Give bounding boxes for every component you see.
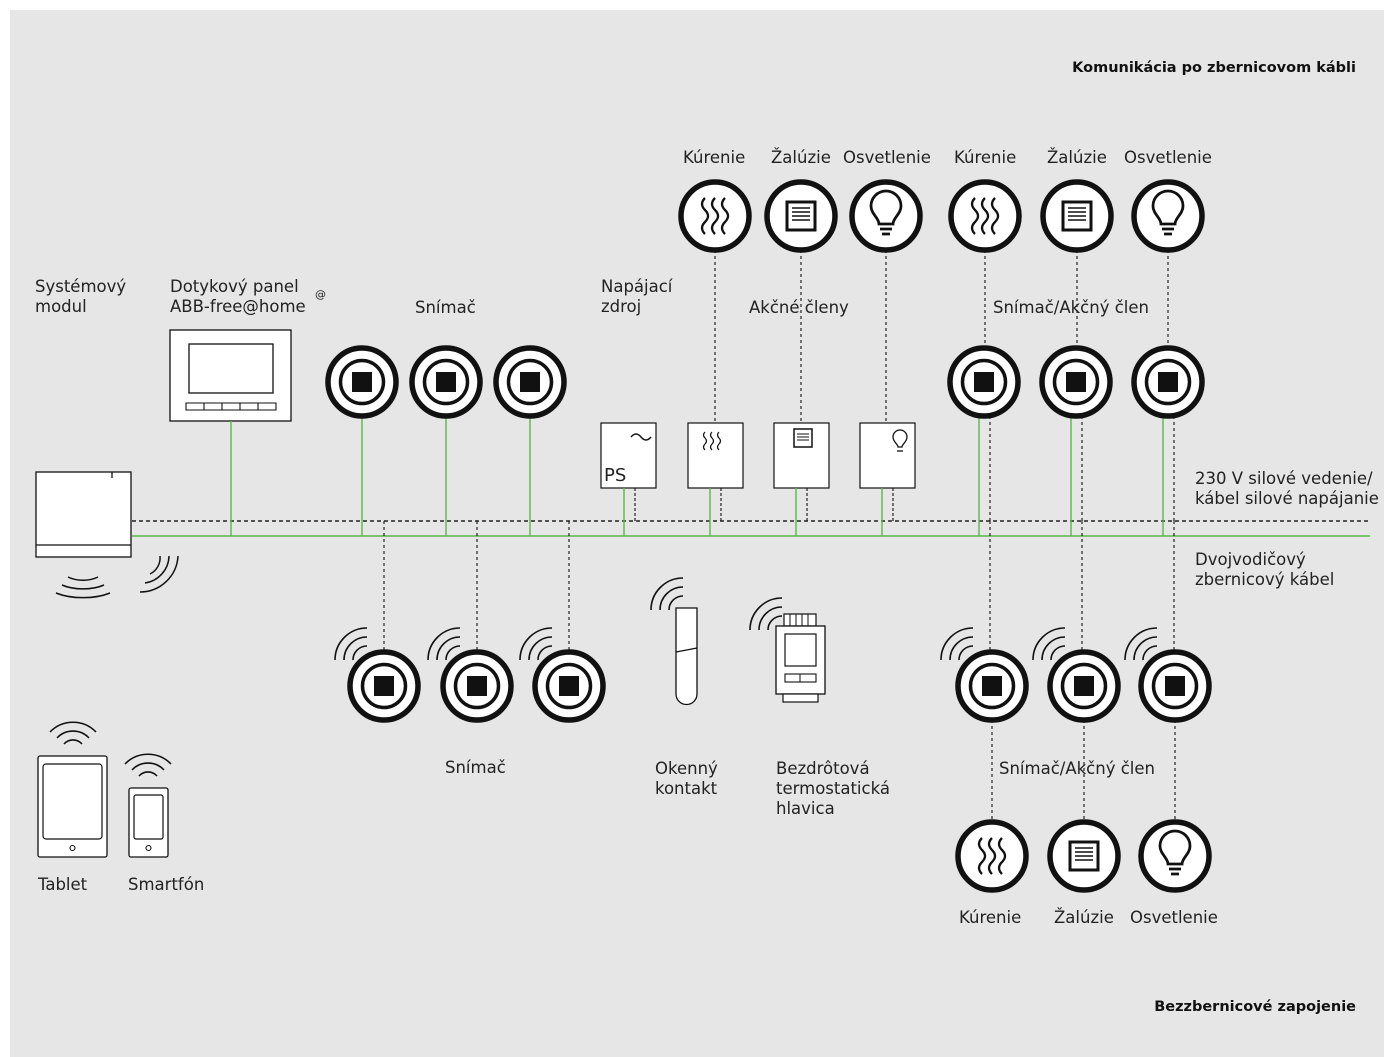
load-label-top-3: Osvetlenie xyxy=(843,148,931,167)
heating-load-bottom xyxy=(958,822,1026,890)
actuator-light-box xyxy=(859,422,916,536)
tablet-device xyxy=(37,721,108,858)
actuator-heating-box xyxy=(687,422,744,536)
tablet-label: Tablet xyxy=(38,875,88,894)
wireless-connection-title: Bezzbernicové zapojenie xyxy=(1154,999,1356,1015)
sensor-top-label: Snímač xyxy=(415,298,476,317)
sensor-bottom-2 xyxy=(443,652,511,720)
blinds-load-top-1 xyxy=(767,182,835,250)
heating-load-top-2 xyxy=(951,182,1019,250)
window-contact-device xyxy=(650,577,698,706)
sensor-actuator-bottom-1 xyxy=(958,652,1026,720)
sensor-top-2 xyxy=(412,348,480,416)
load-label-top-6: Osvetlenie xyxy=(1124,148,1212,167)
bus-communication-title: Komunikácia po zbernicovom kábli xyxy=(1072,60,1356,76)
top-sensors xyxy=(328,348,564,536)
touch-panel-label: Dotykový panel ABB-free@home xyxy=(170,277,306,317)
sensor-actuator-top-1 xyxy=(950,348,1018,416)
blinds-load-top-2 xyxy=(1043,182,1111,250)
bottom-wireless-sensors xyxy=(334,521,603,720)
sensor-actuator-top-label: Snímač/Akčný člen xyxy=(993,298,1149,317)
load-label-bottom-3: Osvetlenie xyxy=(1130,908,1218,927)
actuator-blinds-box xyxy=(773,422,830,536)
bus-line-label: Dvojvodičový zbernicový kábel xyxy=(1195,550,1335,589)
sensor-top-3 xyxy=(496,348,564,416)
top-sensor-actuators xyxy=(950,348,1202,536)
light-load-bottom xyxy=(1141,822,1209,890)
load-label-top-5: Žalúzie xyxy=(1047,148,1107,167)
ps-label: PS xyxy=(604,465,627,486)
touch-panel-device xyxy=(169,329,292,536)
sensor-bottom-label: Snímač xyxy=(445,758,506,777)
touch-panel-label-text: Dotykový panel ABB-free@home xyxy=(170,277,306,316)
sensor-actuator-top-2 xyxy=(1042,348,1110,416)
actuators-label: Akčné členy xyxy=(749,298,849,317)
load-label-bottom-1: Kúrenie xyxy=(959,908,1022,927)
load-label-bottom-2: Žalúzie xyxy=(1054,908,1114,927)
wireless-thermostat-device xyxy=(749,597,826,703)
load-label-top-2: Žalúzie xyxy=(771,148,831,167)
sensor-actuator-bottom-3 xyxy=(1141,652,1209,720)
sensor-actuator-bottom-2 xyxy=(1050,652,1118,720)
system-module-device xyxy=(35,471,179,599)
light-load-top-2 xyxy=(1134,182,1202,250)
sensor-actuator-top-3 xyxy=(1134,348,1202,416)
light-load-top-1 xyxy=(852,182,920,250)
heating-load-top-1 xyxy=(681,182,749,250)
load-label-top-4: Kúrenie xyxy=(954,148,1017,167)
power-supply-label: Napájací zdroj xyxy=(601,277,673,316)
smartphone-label: Smartfón xyxy=(128,875,205,894)
touch-panel-mark: @ xyxy=(315,288,326,301)
top-loads xyxy=(681,182,1202,423)
power-line-label: 230 V silové vedenie/ kábel silové napáj… xyxy=(1195,469,1379,508)
sensor-bottom-3 xyxy=(535,652,603,720)
load-label-top-1: Kúrenie xyxy=(683,148,746,167)
smartphone-device xyxy=(124,753,172,858)
window-contact-label: Okenný kontakt xyxy=(655,759,718,798)
system-module-label: Systémový modul xyxy=(35,277,127,316)
blinds-load-bottom xyxy=(1050,822,1118,890)
power-supply-device xyxy=(600,422,657,536)
wireless-thermostat-label: Bezdrôtová termostatická hlavica xyxy=(776,759,890,818)
sensor-actuator-bottom-label: Snímač/Akčný člen xyxy=(999,759,1155,778)
sensor-top-1 xyxy=(328,348,396,416)
bottom-sensor-actuators xyxy=(940,521,1209,890)
sensor-bottom-1 xyxy=(350,652,418,720)
